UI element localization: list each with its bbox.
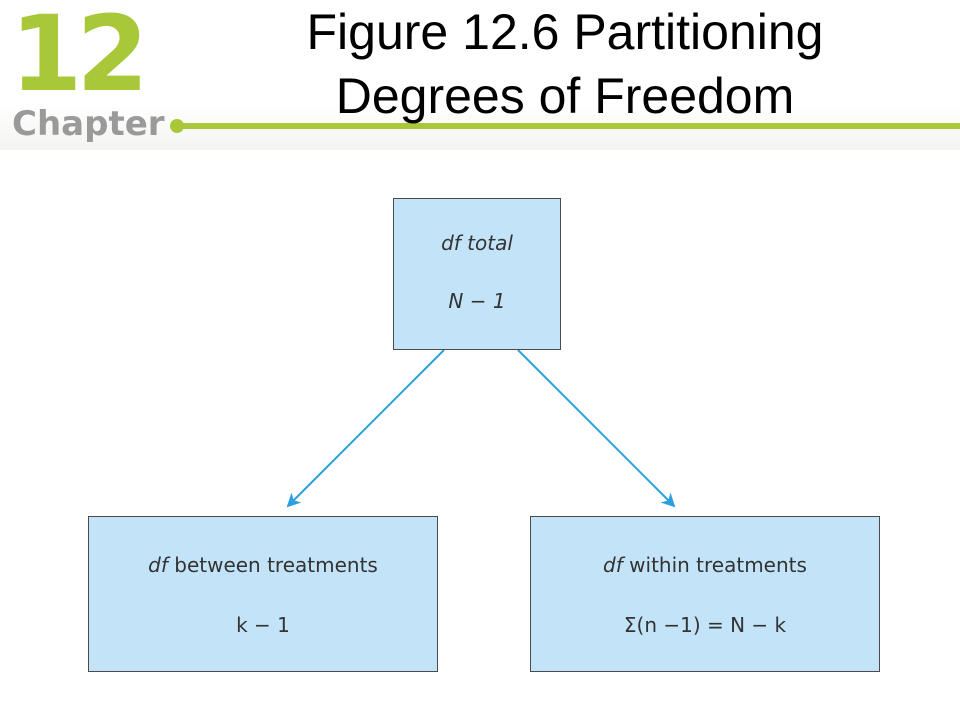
df-between-formula: k − 1	[236, 613, 290, 637]
df-within-label-rest: within treatments	[622, 553, 807, 577]
df-within-formula: Σ(n −1) = N − k	[623, 613, 787, 637]
df-total-label: df total	[441, 231, 513, 255]
title-rule-dot	[170, 119, 184, 133]
arrow-to-between	[286, 349, 445, 508]
slide-title: Figure 12.6 Partitioning Degrees of Free…	[240, 0, 890, 128]
df-between-label: df between treatments	[89, 553, 437, 577]
slide-title-line-2: Degrees of Freedom	[335, 68, 795, 124]
df-total-formula: N − 1	[394, 289, 560, 313]
df-between-box: df between treatments k − 1	[88, 516, 438, 672]
chapter-number: 12	[10, 0, 149, 115]
df-between-label-df: df	[148, 553, 168, 577]
df-between-label-rest: between treatments	[167, 553, 378, 577]
arrow-to-within	[517, 349, 676, 508]
chapter-label: Chapter	[12, 104, 165, 144]
slide-title-line-1: Figure 12.6 Partitioning	[306, 4, 824, 60]
df-within-label-df: df	[603, 553, 623, 577]
title-rule	[180, 123, 960, 129]
df-total-formula-text: N − 1	[448, 289, 506, 313]
df-within-box: df within treatments Σ(n −1) = N − k	[530, 516, 880, 672]
df-within-label: df within treatments	[531, 553, 879, 577]
df-total-box: df total N − 1	[393, 198, 561, 350]
